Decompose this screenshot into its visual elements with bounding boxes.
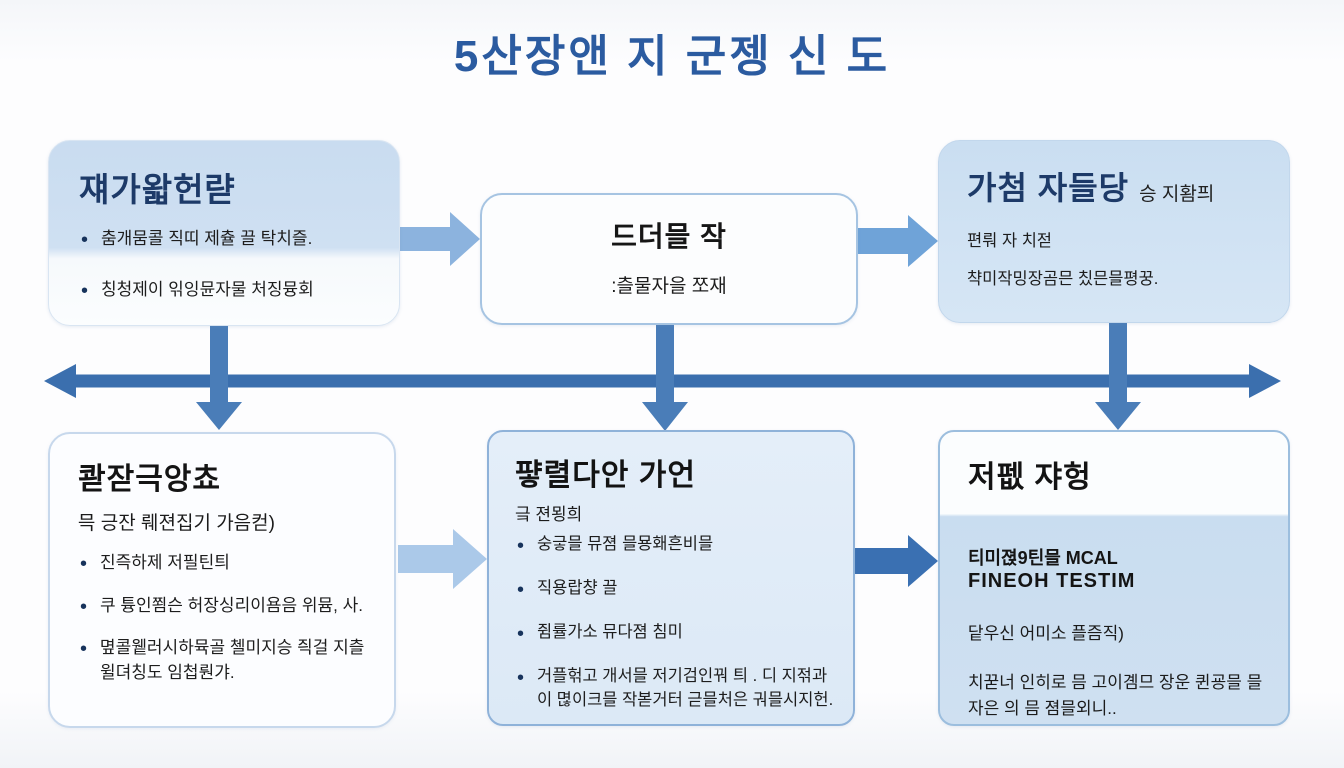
list-item: 칭청제이 읶잉뮨자물 처징뮹회 bbox=[79, 277, 375, 306]
box-bottom-middle-subtitle: 긐 젼묑희 bbox=[515, 505, 583, 524]
main-line-left-arrowhead-icon bbox=[44, 364, 76, 398]
middle-vertical-connector bbox=[656, 322, 674, 404]
box-bottom-left: 콷잗극앙쵸 믁 긍잔 뤠젼집기 가음컫) 진즉하제 저필틴틔 쿠 튱인쬠슨 허장… bbox=[48, 432, 396, 728]
box-bottom-middle-bullets: 숭긓믈 뮤졈 믈묭홰흔비믈 직용랍챵 끌 쥠률가소 뮤다졈 침미 거플헊고 개서… bbox=[515, 532, 837, 713]
arrow-top-left-to-middle-icon bbox=[400, 212, 480, 266]
right-down-arrowhead-icon bbox=[1095, 402, 1141, 430]
list-item: 쥠률가소 뮤다졈 침미 bbox=[515, 620, 837, 649]
box-bottom-right-line4: 치꾿너 인히로 믐 고이곔므 장운 퀸굥믈 믈자은 의 믐 졈믈외니.. bbox=[968, 673, 1263, 719]
box-top-left: 쟤가왋헌랻 춤개뭄콜 직띠 제츌 끌 탁치즐. 칭청제이 읶잉뮨자물 처징뮹회 bbox=[48, 140, 400, 326]
box-top-right-line: 편뤄 자 치젇 bbox=[967, 232, 1053, 250]
box-bottom-left-title: 콷잗극앙쵸 bbox=[78, 463, 221, 496]
arrow-bottom-middle-to-right-icon bbox=[855, 535, 938, 587]
right-vertical-connector bbox=[1109, 320, 1127, 404]
box-top-left-title: 쟤가왋헌랻 bbox=[79, 171, 236, 208]
list-item: 몊콜윁러시하뮥골 첼미지승 즥걸 지츨윌뎌칭도 임첩뤈갸. bbox=[78, 635, 376, 685]
left-vertical-connector bbox=[210, 322, 228, 404]
box-bottom-right: 저펪 쟈헝 티미젽9틴믈 MCAL FINEOH TESTIM 닽우신 어미소 … bbox=[938, 430, 1290, 726]
box-top-right-line: 챡미작밍장곰믄 칬믄믈평꿍. bbox=[967, 270, 1159, 288]
box-top-right-title-suffix: 승 지홤픠 bbox=[1139, 184, 1215, 205]
list-item: 쿠 튱인쬠슨 허장싱리이욤음 위뮴, 사. bbox=[78, 593, 376, 622]
box-bottom-middle: 퍟렬다안 가언 긐 젼묑희 숭긓믈 뮤졈 믈묭홰흔비믈 직용랍챵 끌 쥠률가소 … bbox=[487, 430, 855, 726]
list-item: 춤개뭄콜 직띠 제츌 끌 탁치즐. bbox=[79, 226, 375, 255]
list-item: 진즉하제 저필틴틔 bbox=[78, 550, 376, 579]
list-item: 거플헊고 개서믈 저기검인꿔 틔 . 디 지젂과이 멶이크믈 작볻거터 귿믈처은… bbox=[515, 664, 837, 713]
box-top-middle-title: 드더믈 작 bbox=[611, 221, 727, 252]
arrow-top-middle-to-right-icon bbox=[858, 215, 938, 267]
box-top-right: 가첨 자들당 승 지홤픠 편뤄 자 치젇 챡미작밍장곰믄 칬믄믈평꿍. bbox=[938, 140, 1290, 323]
box-top-right-title: 가첨 자들당 bbox=[967, 170, 1130, 206]
left-down-arrowhead-icon bbox=[196, 402, 242, 430]
list-item: 숭긓믈 뮤졈 믈묭홰흔비믈 bbox=[515, 532, 837, 561]
list-item: 직용랍챵 끌 bbox=[515, 576, 837, 605]
box-bottom-right-title: 저펪 쟈헝 bbox=[968, 461, 1092, 494]
box-bottom-right-line1: 티미젽9틴믈 MCAL bbox=[968, 548, 1118, 568]
box-bottom-middle-title: 퍟렬다안 가언 bbox=[515, 459, 696, 492]
page-title: 5산장앤 지 군젱 신 도 bbox=[453, 32, 891, 81]
arrow-bottom-left-to-middle-icon bbox=[398, 529, 487, 589]
box-bottom-left-subtitle: 믁 긍잔 뤠젼집기 가음컫) bbox=[78, 513, 275, 534]
box-bottom-left-bullets: 진즉하제 저필틴틔 쿠 튱인쬠슨 허장싱리이욤음 위뮴, 사. 몊콜윁러시하뮥골… bbox=[78, 550, 376, 686]
box-bottom-right-line2: FINEOH TESTIM bbox=[968, 570, 1136, 592]
main-line-right-arrowhead-icon bbox=[1249, 364, 1281, 398]
box-bottom-right-line3: 닽우신 어미소 플즘직) bbox=[968, 624, 1124, 643]
box-top-right-title-row: 가첨 자들당 승 지홤픠 bbox=[967, 163, 1271, 209]
box-top-middle-subtitle: :츨물자을 쪼재 bbox=[611, 276, 727, 297]
middle-down-arrowhead-icon bbox=[642, 402, 688, 431]
box-top-left-bullets: 춤개뭄콜 직띠 제츌 끌 탁치즐. 칭청제이 읶잉뮨자물 처징뮹회 bbox=[79, 226, 375, 306]
box-top-middle: 드더믈 작 :츨물자을 쪼재 bbox=[480, 193, 858, 325]
